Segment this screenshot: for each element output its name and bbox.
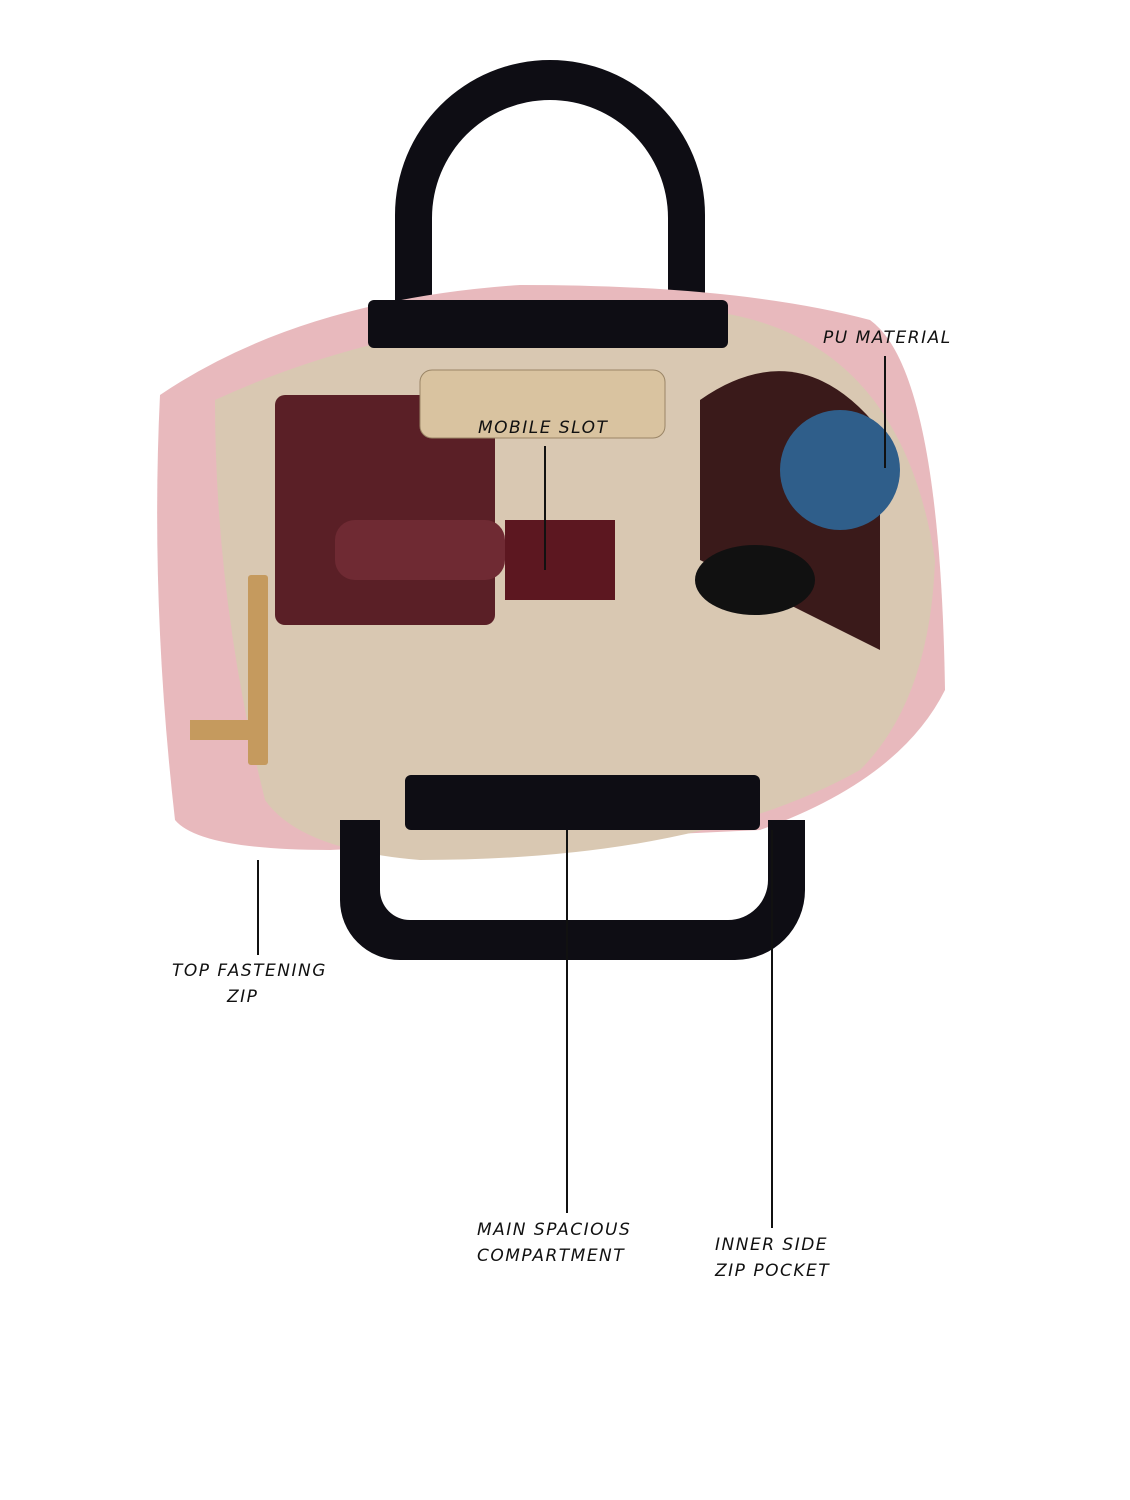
zip-tag (190, 720, 260, 740)
lipstick (505, 520, 615, 600)
label-line: COMPARTMENT (477, 1246, 626, 1266)
label-line: ZIP POCKET (715, 1261, 831, 1281)
label-mobile-slot: MOBILE SLOT (478, 418, 609, 438)
bottom-handle (340, 820, 805, 960)
compact (780, 410, 900, 530)
label-top-fastening-zip: TOP FASTENING ZIP (172, 958, 327, 1010)
label-main-compartment: MAIN SPACIOUS COMPARTMENT (477, 1217, 631, 1269)
label-inner-zip-pocket: INNER SIDE ZIP POCKET (715, 1232, 830, 1284)
label-pu-material: PU MATERIAL (823, 328, 952, 348)
zip-pull (248, 575, 268, 765)
bottom-handle-bar (405, 775, 760, 830)
label-line: ZIP (227, 987, 259, 1007)
top-handle-bar (368, 300, 728, 348)
mobile-phone (419, 369, 666, 439)
label-line: MAIN SPACIOUS (477, 1220, 632, 1240)
top-handle (395, 60, 705, 300)
label-line: TOP FASTENING (172, 961, 327, 981)
nail-polish (695, 545, 815, 615)
label-line: INNER SIDE (715, 1235, 829, 1255)
lip-gloss (335, 520, 505, 580)
